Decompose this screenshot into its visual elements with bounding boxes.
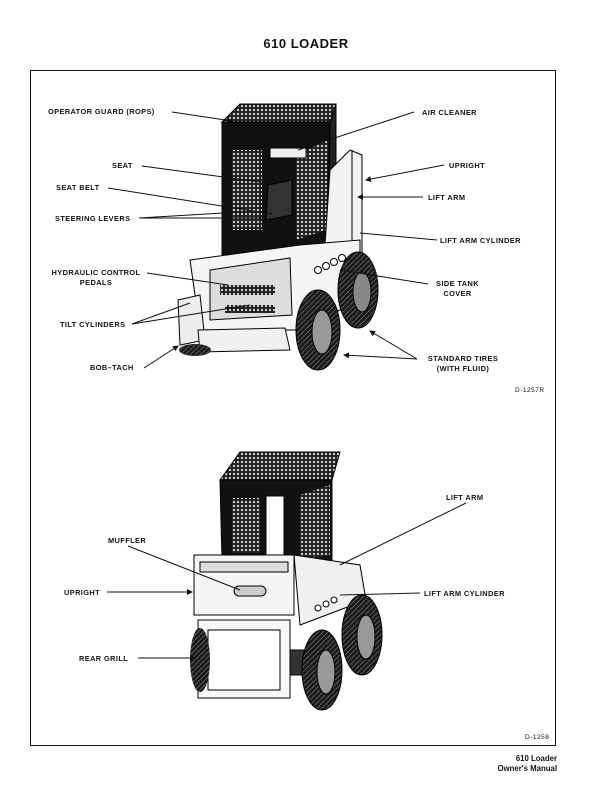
label-rear-grill: REAR GRILL — [79, 654, 129, 663]
page-title: 610 LOADER — [263, 36, 349, 51]
label-seat-belt: SEAT BELT — [56, 183, 100, 192]
rear-grill-shape — [207, 629, 281, 691]
footer-line2: Owner's Manual — [497, 764, 557, 773]
label-lift-arm-cylinder: LIFT ARM CYLINDER — [440, 236, 521, 245]
label-tilt-cylinders: TILT CYLINDERS — [60, 320, 126, 329]
front-leader-lines — [107, 111, 445, 369]
label-side-tank-cover: SIDE TANK COVER — [420, 279, 495, 299]
illustration-frame — [30, 70, 556, 746]
rear-left-tire — [190, 628, 210, 692]
muffler-shape — [233, 585, 267, 597]
rops-side-mesh-right — [296, 140, 328, 240]
seat-shape — [265, 179, 293, 221]
label-steering-levers: STEERING LEVERS — [55, 214, 131, 223]
figure-id-front: D-1257R — [515, 387, 545, 394]
label-tires-line2: (WITH FLUID) — [436, 364, 490, 373]
label-side-tank-line1: SIDE TANK — [436, 279, 479, 288]
rops-side-mesh-left — [232, 150, 262, 230]
label-lift-arm: LIFT ARM — [428, 193, 466, 202]
label-hydraulic-control-line1: HYDRAULIC CONTROL — [51, 268, 141, 277]
footer: 610 Loader Owner's Manual — [498, 754, 557, 774]
label-operator-guard: OPERATOR GUARD (ROPS) — [48, 107, 155, 116]
label-tires-line1: STANDARD TIRES — [427, 354, 499, 363]
label-side-tank-line2: COVER — [443, 289, 472, 298]
air-cleaner-shape — [269, 147, 307, 159]
figure-id-rear: D-1258 — [525, 734, 550, 741]
label-seat: SEAT — [112, 161, 133, 170]
label-muffler: MUFFLER — [108, 536, 147, 545]
label-lift-arm-rear: LIFT ARM — [446, 493, 484, 502]
label-hydraulic-control-line2: PEDALS — [79, 278, 113, 287]
rear-rops-roof — [219, 451, 341, 481]
label-air-cleaner: AIR CLEANER — [422, 108, 477, 117]
rear-loader-illustration — [190, 451, 383, 711]
rops-roof — [220, 103, 337, 123]
front-loader-illustration — [177, 103, 379, 371]
label-lift-arm-cylinder-rear: LIFT ARM CYLINDER — [424, 589, 505, 598]
label-bob-tach: BOB–TACH — [90, 363, 134, 372]
label-upright-rear: UPRIGHT — [64, 588, 101, 597]
footer-line1: 610 Loader — [515, 754, 557, 763]
label-hydraulic-control: HYDRAULIC CONTROL PEDALS — [46, 268, 146, 288]
rear-leader-lines — [107, 502, 467, 661]
label-standard-tires: STANDARD TIRES (WITH FLUID) — [418, 354, 508, 374]
label-upright: UPRIGHT — [449, 161, 486, 170]
